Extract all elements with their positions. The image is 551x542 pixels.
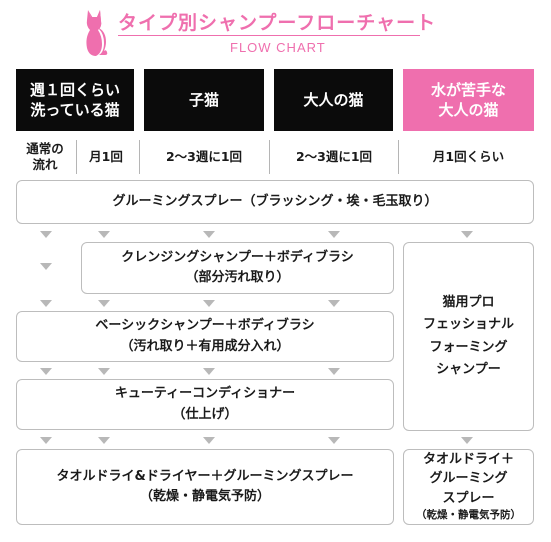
page-title: タイプ別シャンプーフローチャート — [118, 12, 437, 34]
step-towel-dry-alt-note: （乾燥・静電気予防） — [416, 509, 521, 522]
step-towel-dry-dryer: タオルドライ&ドライヤー＋グルーミングスプレー （乾燥・静電気予防） — [16, 449, 394, 525]
column-header-weekly-cat: 週１回くらい 洗っている猫 — [16, 69, 134, 131]
flow-arrow — [203, 437, 215, 444]
flow-arrow — [98, 300, 110, 307]
frequency-weekly-cat: 月1回 — [89, 148, 123, 164]
frequency-water-averse-cat: 月1回くらい — [432, 148, 505, 164]
column-header-kitten: 子猫 — [144, 69, 264, 131]
frequency-divider — [269, 140, 270, 174]
flow-arrow — [98, 231, 110, 238]
flow-arrow — [40, 263, 52, 270]
flow-arrow — [203, 368, 215, 375]
column-header-water-averse-cat: 水が苦手な 大人の猫 — [403, 69, 534, 131]
frequency-adult-cat: 2〜3週に1回 — [295, 148, 373, 164]
flow-arrow — [203, 231, 215, 238]
step-towel-dry-alt: タオルドライ＋ グルーミング スプレー （乾燥・静電気予防） — [403, 449, 534, 525]
flow-arrow — [40, 231, 52, 238]
step-grooming-spray: グルーミングスプレー（ブラッシング・埃・毛玉取り） — [16, 180, 534, 224]
flow-arrow — [98, 437, 110, 444]
column-header-adult-cat: 大人の猫 — [274, 69, 393, 131]
frequency-divider — [398, 140, 399, 174]
frequency-kitten: 2〜3週に1回 — [165, 148, 243, 164]
flow-arrow — [328, 300, 340, 307]
title-underline — [118, 35, 420, 36]
step-basic-shampoo: ベーシックシャンプー＋ボディブラシ （汚れ取り＋有用成分入れ） — [16, 311, 394, 362]
step-cutie-conditioner: キューティーコンディショナー （仕上げ） — [16, 379, 394, 430]
cat-icon — [86, 10, 108, 56]
flow-arrow — [461, 231, 473, 238]
flow-arrow — [40, 437, 52, 444]
step-cleansing-shampoo: クレンジングシャンプー＋ボディブラシ （部分汚れ取り） — [81, 242, 394, 294]
frequency-divider — [76, 140, 77, 174]
flow-arrow — [461, 437, 473, 444]
flow-arrow — [98, 368, 110, 375]
frequency-row-label: 通常の 流れ — [26, 140, 64, 172]
flow-arrow — [328, 368, 340, 375]
flow-arrow — [203, 300, 215, 307]
flow-arrow — [328, 231, 340, 238]
flow-arrow — [40, 368, 52, 375]
flow-arrow — [328, 437, 340, 444]
flow-arrow — [40, 300, 52, 307]
step-foaming-shampoo: 猫用プロ フェッショナル フォーミング シャンプー — [403, 242, 534, 431]
frequency-divider — [139, 140, 140, 174]
step-towel-dry-alt-label: タオルドライ＋ グルーミング スプレー — [422, 451, 514, 506]
page-subtitle: FLOW CHART — [230, 40, 326, 55]
